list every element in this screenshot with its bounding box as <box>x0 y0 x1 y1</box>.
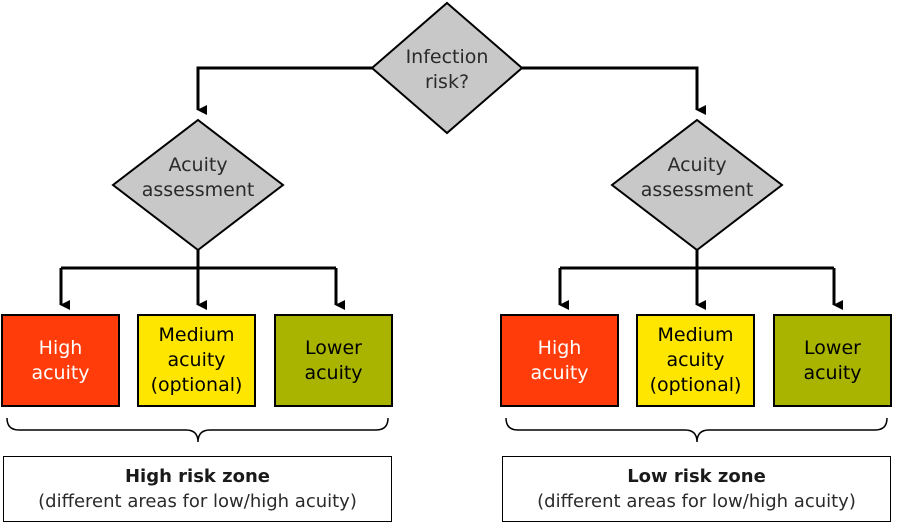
infection-risk-diamond <box>370 1 524 135</box>
right-lower-acuity-label: Lower acuity <box>803 336 862 384</box>
low-risk-zone-subtitle: (different areas for low/high acuity) <box>537 491 856 512</box>
left-medium-acuity-box: Medium acuity (optional) <box>137 314 256 407</box>
left-high-acuity-box: High acuity <box>1 314 120 407</box>
connector-left-distribution <box>61 250 336 270</box>
connector-right-branch <box>522 66 706 115</box>
connector-left-branch <box>196 66 372 115</box>
brace-right <box>505 417 888 443</box>
low-risk-zone-box: Low risk zone (different areas for low/h… <box>502 456 891 522</box>
high-risk-zone-box: High risk zone (different areas for low/… <box>3 456 392 522</box>
acuity-assessment-label-left: Acuity assessment <box>141 154 255 201</box>
acuity-assessment-label-right: Acuity assessment <box>640 154 754 201</box>
high-risk-zone-title: High risk zone <box>124 466 271 487</box>
left-high-acuity-label: High acuity <box>31 336 90 384</box>
left-lower-acuity-box: Lower acuity <box>274 314 393 407</box>
right-medium-acuity-box: Medium acuity (optional) <box>636 314 755 407</box>
brace-left <box>6 417 389 443</box>
right-lower-acuity-box: Lower acuity <box>773 314 892 407</box>
connector-right-distribution <box>560 250 834 270</box>
right-medium-acuity-label: Medium acuity (optional) <box>649 324 742 396</box>
left-lower-acuity-label: Lower acuity <box>304 336 363 384</box>
left-medium-acuity-label: Medium acuity (optional) <box>150 324 243 396</box>
infection-risk-label: Infection risk? <box>405 46 489 93</box>
low-risk-zone-title: Low risk zone <box>627 466 766 487</box>
high-risk-zone-subtitle: (different areas for low/high acuity) <box>38 491 357 512</box>
right-high-acuity-label: High acuity <box>530 336 589 384</box>
right-high-acuity-box: High acuity <box>500 314 619 407</box>
